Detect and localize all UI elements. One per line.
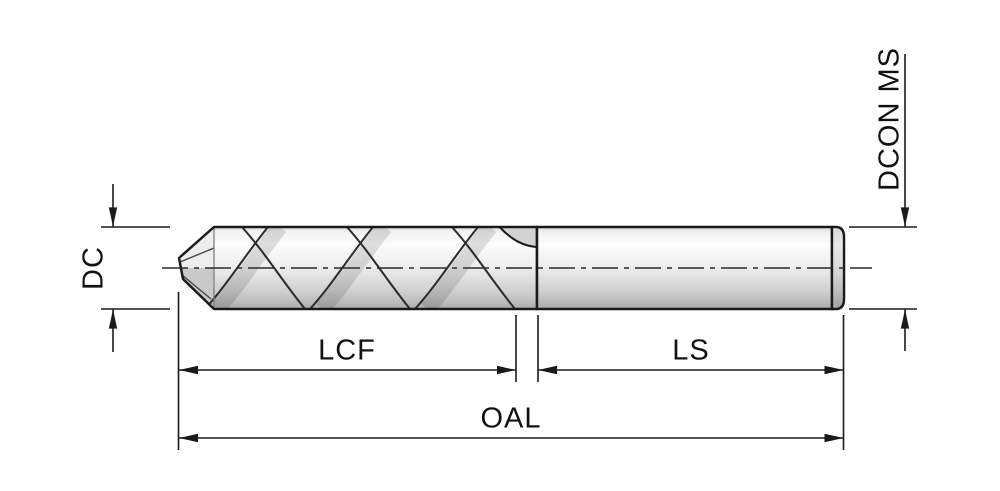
dcon-ms-label: DCON MS xyxy=(873,47,906,191)
shank-end-chamfer xyxy=(830,225,846,311)
dc-label: DC xyxy=(77,246,110,290)
oal-label: OAL xyxy=(480,402,542,435)
ls-label: LS xyxy=(672,334,710,367)
lcf-label: LCF xyxy=(318,334,376,367)
dimension-lines xyxy=(108,54,910,443)
flute-runout-line xyxy=(499,226,538,248)
extension-lines xyxy=(101,226,917,450)
